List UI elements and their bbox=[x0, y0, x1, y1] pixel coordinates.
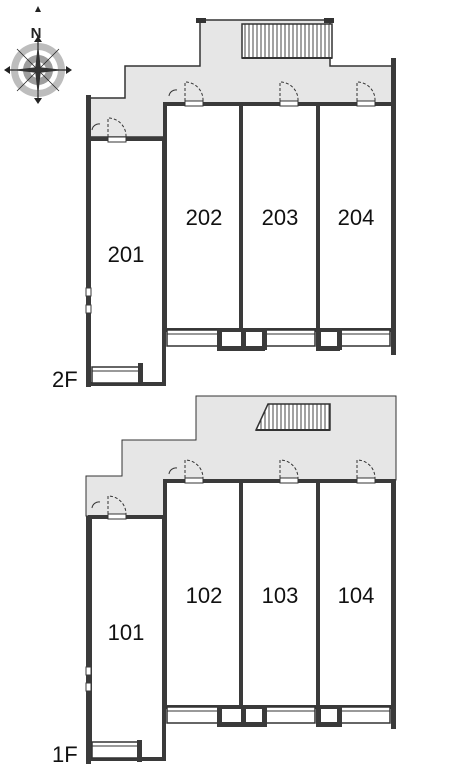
unit-103 bbox=[239, 459, 320, 727]
floor-plan-2f: 201 202 203 204 2F bbox=[52, 18, 396, 392]
floor-plan-1f: 101 102 103 104 1F bbox=[52, 395, 397, 767]
unit-label-102: 102 bbox=[186, 583, 223, 608]
unit-102 bbox=[163, 459, 243, 727]
unit-202 bbox=[163, 81, 243, 351]
unit-label-203: 203 bbox=[262, 205, 299, 230]
unit-label-204: 204 bbox=[338, 205, 375, 230]
unit-label-103: 103 bbox=[262, 583, 299, 608]
unit-201 bbox=[85, 95, 166, 387]
floor-label-2f: 2F bbox=[52, 367, 78, 392]
stair-2f bbox=[241, 23, 333, 59]
stair-1f bbox=[254, 403, 331, 431]
unit-104 bbox=[316, 459, 396, 729]
floor-label-1f: 1F bbox=[52, 742, 78, 767]
compass-rose-icon: N bbox=[4, 6, 72, 104]
unit-label-101: 101 bbox=[108, 620, 145, 645]
unit-label-202: 202 bbox=[186, 205, 223, 230]
unit-label-104: 104 bbox=[338, 583, 375, 608]
unit-label-201: 201 bbox=[108, 242, 145, 267]
north-letter: N bbox=[31, 25, 42, 42]
unit-204 bbox=[316, 58, 396, 355]
